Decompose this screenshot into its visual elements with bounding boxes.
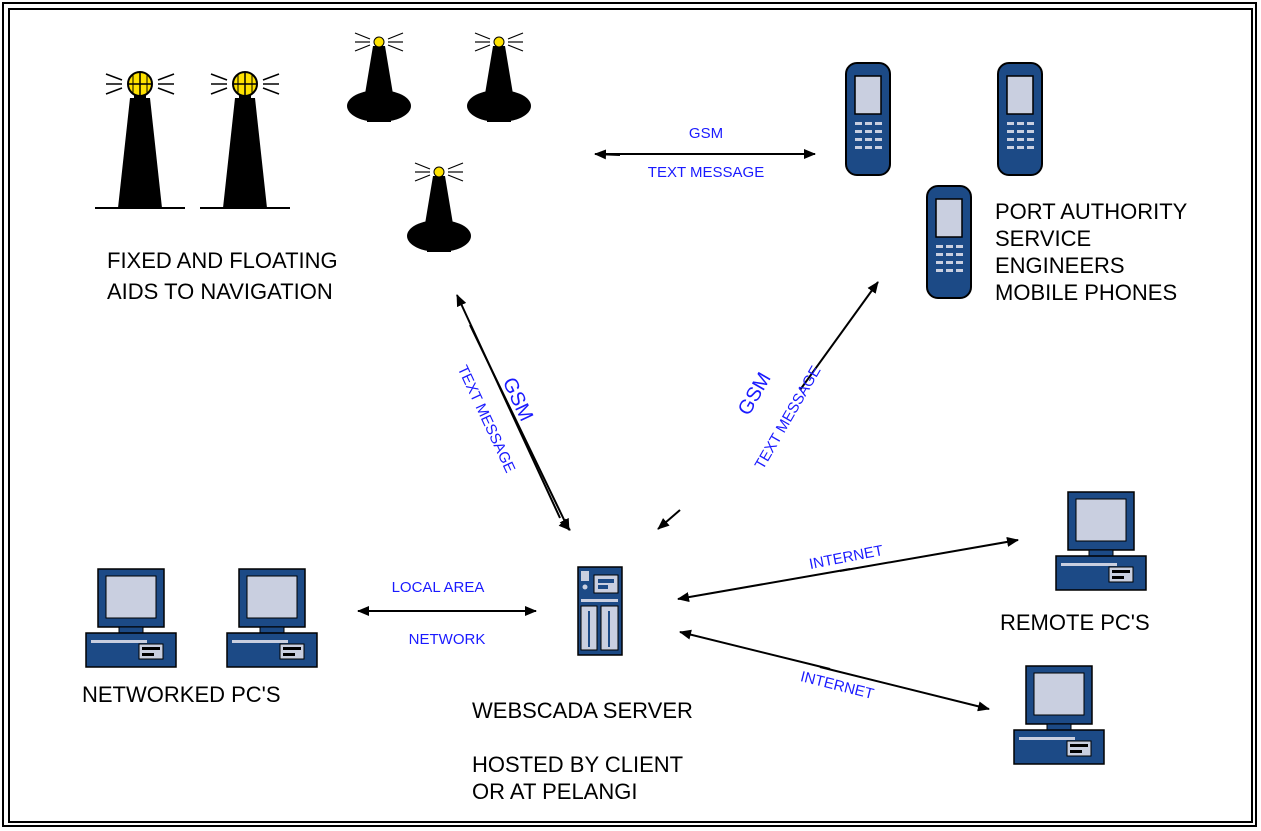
arrow-internet-upper	[677, 568, 851, 603]
buoy-icon	[346, 32, 412, 123]
server-label: WEBSCADA SERVER	[472, 698, 693, 723]
internet-lower-label: INTERNET	[799, 668, 876, 703]
lan-label-line2: NETWORK	[409, 631, 486, 648]
aids-label-line1: FIXED AND FLOATING	[107, 248, 338, 273]
right-gsm-label: GSM	[734, 369, 776, 419]
mobile-phone-icon	[926, 185, 972, 299]
hosted-label-line2: OR AT PELANGI	[472, 779, 637, 804]
desktop-pc-icon	[1013, 665, 1105, 765]
hosted-label-line1: HOSTED BY CLIENT	[472, 752, 683, 777]
inner-border	[8, 8, 1253, 823]
port-label-line3: ENGINEERS	[995, 253, 1125, 278]
top-text-message-label: TEXT MESSAGE	[648, 164, 764, 181]
desktop-pc-icon	[85, 568, 177, 668]
remote-pcs-label: REMOTE PC'S	[1000, 610, 1150, 635]
port-label-line2: SERVICE	[995, 226, 1091, 251]
desktop-pc-icon	[226, 568, 318, 668]
lighthouse-icon	[199, 71, 291, 209]
buoy-icon	[406, 162, 472, 253]
left-gsm-label: GSM	[498, 374, 537, 425]
top-gsm-label: GSM	[689, 125, 723, 142]
port-label-line4: MOBILE PHONES	[995, 280, 1177, 305]
arrow-gsm-right	[657, 509, 681, 530]
lighthouse-icon	[94, 71, 186, 209]
arrow-internet-lower	[679, 629, 831, 670]
networked-pcs-label: NETWORKED PC'S	[82, 682, 281, 707]
mobile-phone-icon	[845, 62, 891, 176]
port-label-line1: PORT AUTHORITY	[995, 199, 1188, 224]
buoy-icon	[466, 32, 532, 123]
internet-upper-label: INTERNET	[808, 542, 885, 573]
aids-label-line2: AIDS TO NAVIGATION	[107, 279, 333, 304]
mobile-phone-icon	[997, 62, 1043, 176]
lan-label-line1: LOCAL AREA	[392, 579, 485, 596]
desktop-pc-icon	[1055, 491, 1147, 591]
server-icon	[577, 566, 623, 656]
